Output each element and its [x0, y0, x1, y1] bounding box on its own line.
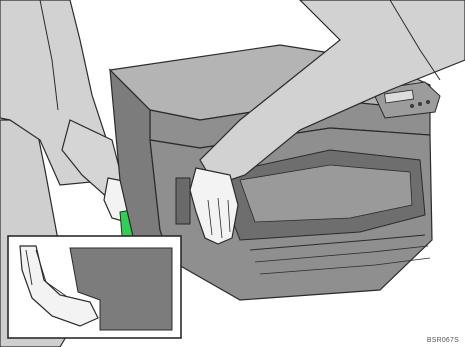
inset-hand-grip-detail: [8, 236, 181, 338]
figure-code: BSR067S: [427, 337, 459, 344]
